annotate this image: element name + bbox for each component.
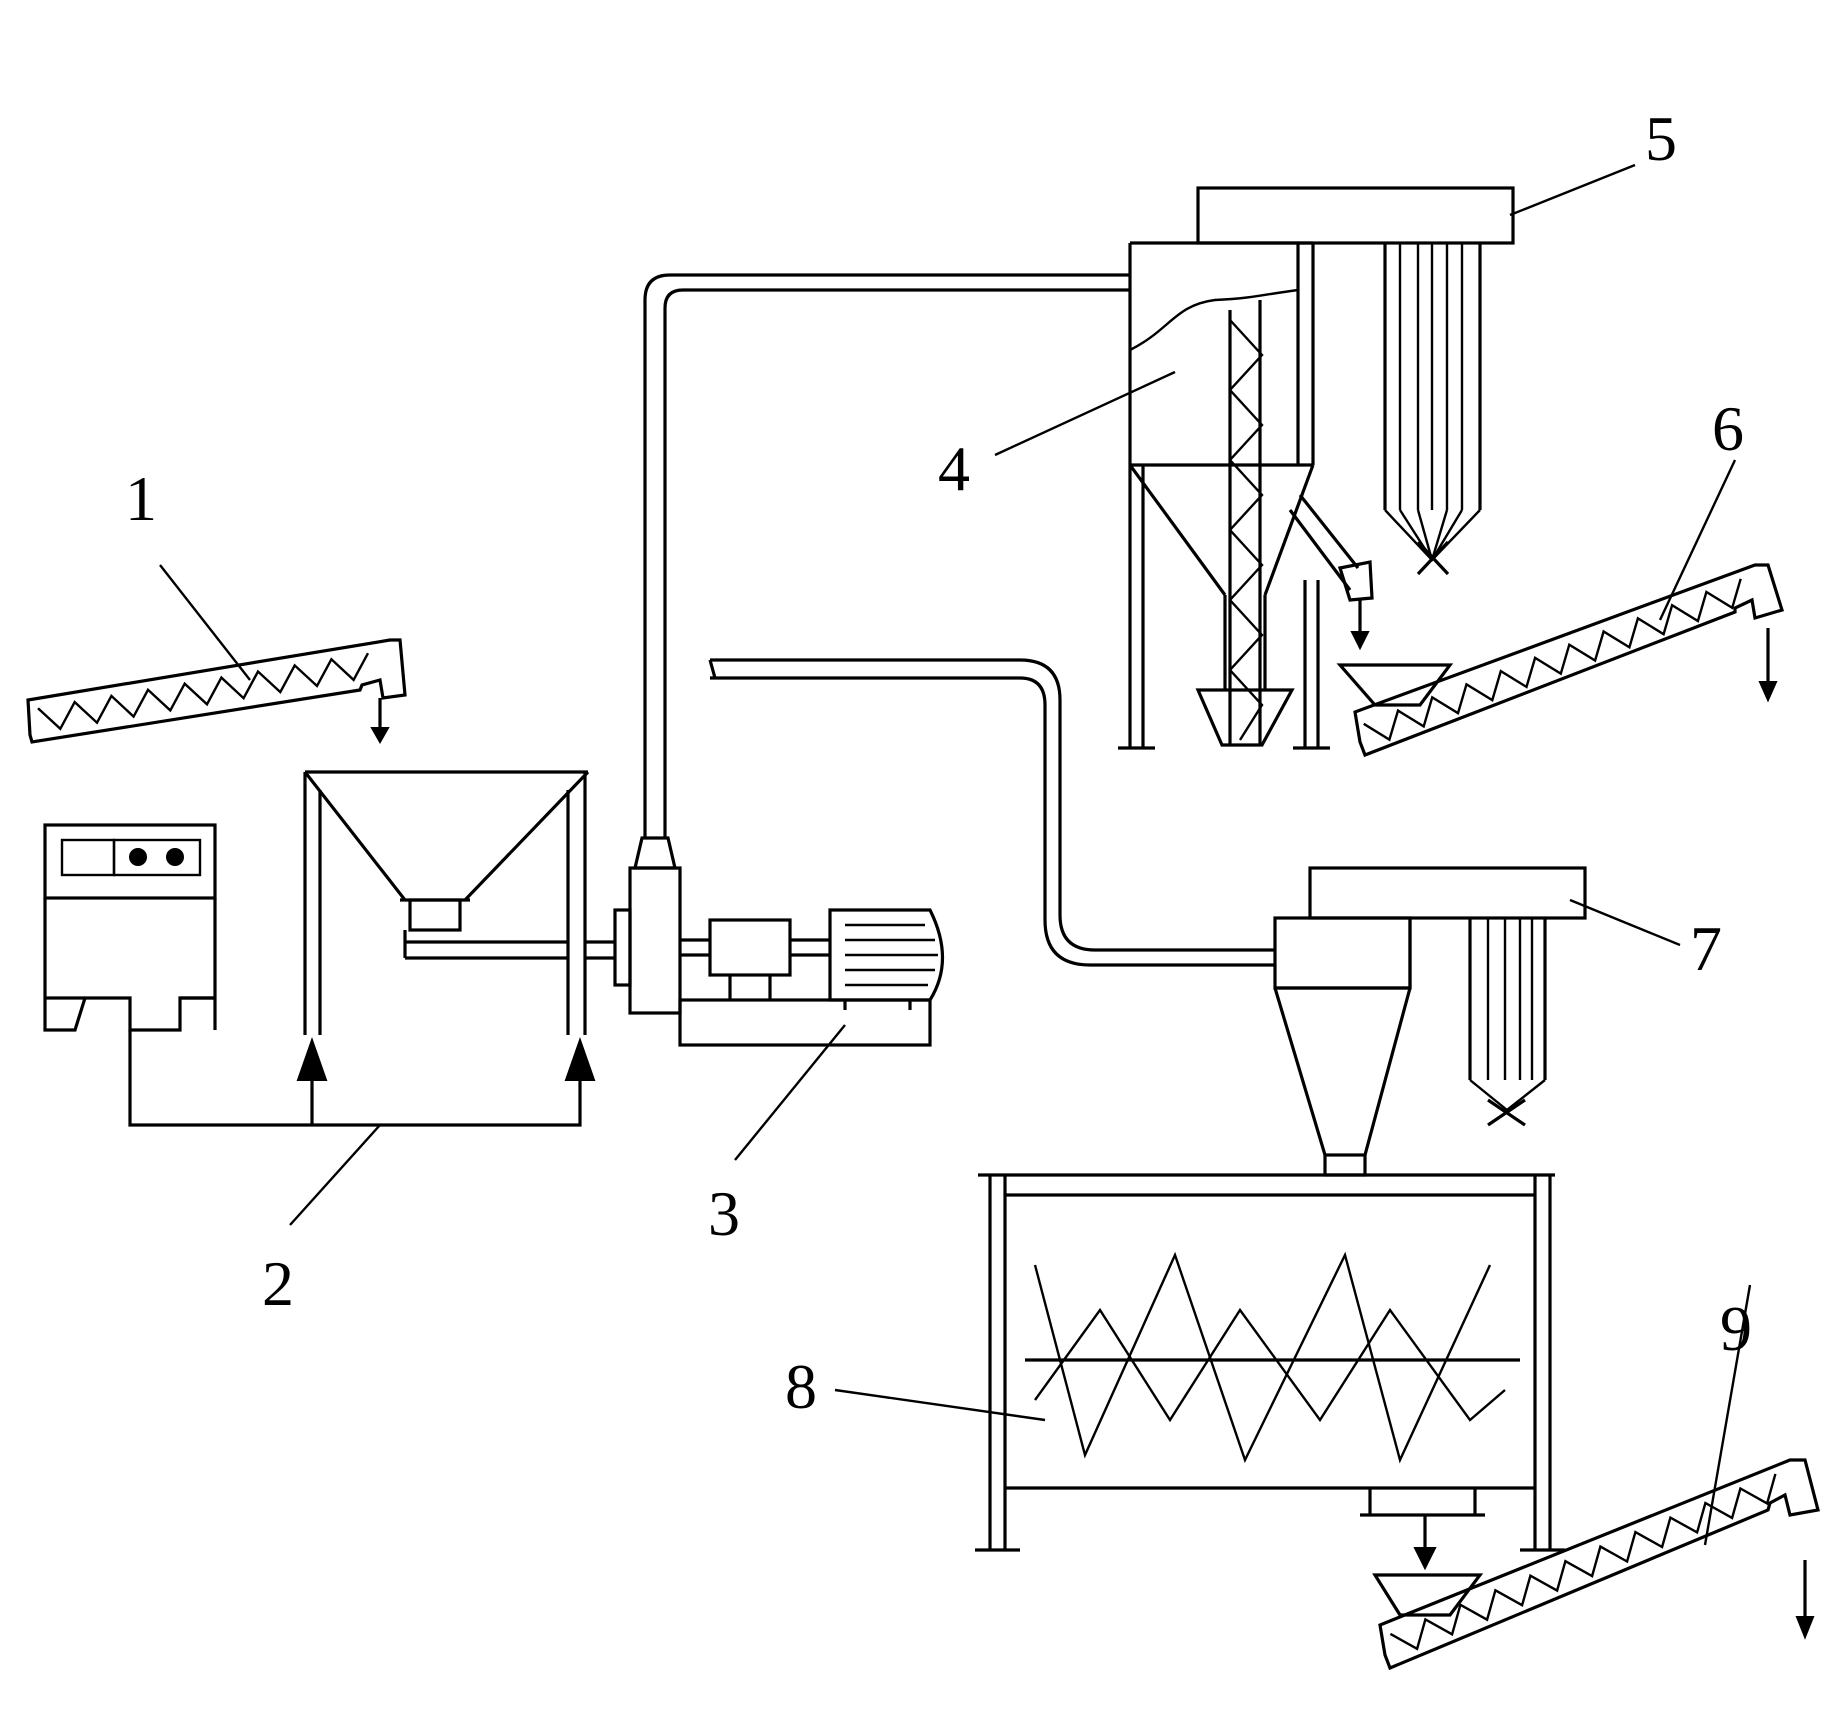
- label-7: 7: [1690, 913, 1722, 984]
- control-cabinet: [43, 823, 217, 1032]
- label-5: 5: [1645, 103, 1677, 174]
- label-3: 3: [708, 1178, 740, 1249]
- screw-conveyor-6: [1353, 563, 1785, 758]
- bag-filter-5: [1383, 243, 1482, 576]
- screw-conveyor-9: [1378, 1458, 1820, 1671]
- label-4: 4: [938, 433, 970, 504]
- pipe-to-cyclone-7: [708, 658, 1275, 967]
- label-8: 8: [785, 1351, 817, 1422]
- leader-lines: [159, 163, 1752, 1546]
- label-6: 6: [1712, 393, 1744, 464]
- mill-motor-3: [585, 273, 1130, 1047]
- label-2: 2: [262, 1248, 294, 1319]
- label-1: 1: [125, 463, 157, 534]
- callout-labels: 1 2 3 4 5 6 7 8 9: [125, 103, 1752, 1422]
- screw-conveyor-1: [26, 638, 407, 745]
- hopper-frame-2: [128, 770, 596, 1127]
- ribbon-mixer-8: [975, 1173, 1565, 1617]
- cyclone-separator-4: [1118, 186, 1515, 750]
- label-9: 9: [1720, 1293, 1752, 1364]
- cyclone-filter-7: [1273, 866, 1587, 1177]
